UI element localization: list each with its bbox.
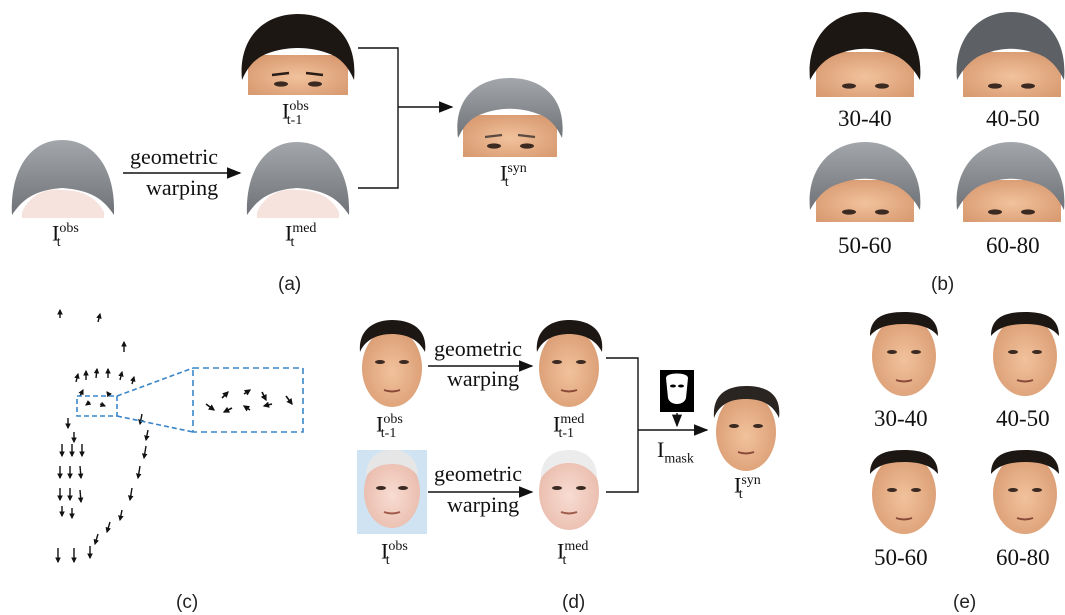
panel-c-caption: (c): [176, 592, 199, 613]
face-e-50-60: [867, 450, 942, 536]
displacement-arrow: [93, 533, 99, 546]
label-a-med-t: Imedt: [285, 220, 317, 250]
face-e-60-80: [988, 450, 1063, 536]
panel-d-warp-label-2b: warping: [447, 492, 520, 517]
label-d-obs-t: Iobst: [381, 538, 408, 568]
displacement-arrow: [93, 367, 100, 379]
face-syn-t: [457, 78, 563, 157]
zoomed-displacement-arrow: [222, 406, 233, 413]
panel-d: [357, 320, 782, 534]
panel-e-age-4: 60-80: [996, 545, 1050, 570]
panel-e-age-1: 30-40: [874, 406, 928, 431]
displacement-arrow: [74, 372, 80, 383]
face-d-obs-t: [357, 450, 427, 534]
panel-e: [867, 312, 1063, 536]
displacement-arrow: [77, 489, 84, 504]
zoomed-displacement-arrow: [285, 395, 293, 406]
panel-b-age-4: 60-80: [986, 233, 1040, 258]
panel-a-caption: (a): [278, 274, 302, 295]
displacement-arrow: [118, 509, 124, 522]
face-med-t-hair: [246, 142, 350, 218]
label-d-obs-t1: Iobst-1: [376, 411, 403, 441]
face-d-obs-t1: [357, 320, 427, 409]
panel-c-vector-field: [55, 308, 150, 564]
label-a-obs-t1: Iobst-1: [282, 98, 309, 128]
label-d-syn-t: Isynt: [734, 472, 761, 502]
face-d-med-t: [534, 450, 604, 534]
displacement-arrow: [85, 400, 92, 406]
face-b-30-40: [809, 12, 921, 97]
displacement-arrow: [78, 388, 84, 397]
displacement-arrow: [77, 465, 84, 480]
zoomed-displacement-arrow: [221, 391, 229, 399]
face-obs-t-hair: [11, 140, 115, 218]
label-d-med-t: Imedt: [557, 538, 589, 568]
panel-e-age-2: 40-50: [996, 406, 1050, 431]
displacement-arrow: [99, 401, 107, 407]
displacement-arrow: [105, 521, 111, 534]
label-d-mask: Imask: [657, 437, 694, 467]
face-d-med-t1: [534, 320, 604, 409]
face-obs-t1: [241, 14, 355, 95]
panel-c-zoom: [76, 367, 304, 433]
panel-d-caption: (d): [562, 592, 586, 613]
panel-d-warp-label-1b: warping: [447, 366, 520, 391]
panel-d-warp-label-1a: geometric: [434, 336, 522, 361]
displacement-arrow: [127, 487, 134, 502]
panel-b-caption: (b): [931, 274, 955, 295]
panel-b-age-3: 50-60: [838, 233, 892, 258]
mask-icon: [660, 370, 694, 428]
zoomed-displacement-arrow: [205, 403, 216, 411]
panel-e-caption: (e): [953, 592, 977, 613]
zoomed-displacement-arrow: [242, 405, 251, 412]
panel-e-age-3: 50-60: [874, 545, 928, 570]
panel-a: [11, 14, 563, 218]
panel-d-warp-label-2a: geometric: [434, 461, 522, 486]
panel-a-warp-label-2: warping: [146, 175, 219, 200]
displacement-arrow: [96, 312, 102, 323]
label-d-med-t1: Imedt-1: [553, 411, 585, 441]
zoomed-displacement-arrow: [243, 389, 252, 396]
displacement-arrow: [130, 375, 136, 385]
zoomed-displacement-arrow: [260, 391, 267, 402]
panel-b-age-1: 30-40: [838, 106, 892, 131]
displacement-arrow: [141, 445, 148, 460]
face-d-syn-t: [710, 386, 782, 474]
displacement-arrow: [138, 413, 144, 426]
panel-b-age-2: 40-50: [986, 106, 1040, 131]
panel-b: [809, 12, 1065, 222]
face-e-40-50: [988, 312, 1063, 398]
displacement-arrow: [135, 465, 142, 480]
displacement-arrow: [118, 370, 124, 381]
face-e-30-40: [867, 312, 942, 398]
panel-a-warp-label-1: geometric: [130, 144, 218, 169]
face-b-40-50: [956, 12, 1065, 97]
face-b-60-80: [956, 142, 1065, 222]
zoomed-displacement-arrow: [262, 401, 273, 408]
displacement-arrow: [144, 429, 150, 442]
face-b-50-60: [809, 142, 921, 222]
label-a-obs-t: Iobst: [52, 220, 79, 250]
label-a-syn-t: Isynt: [500, 160, 527, 190]
